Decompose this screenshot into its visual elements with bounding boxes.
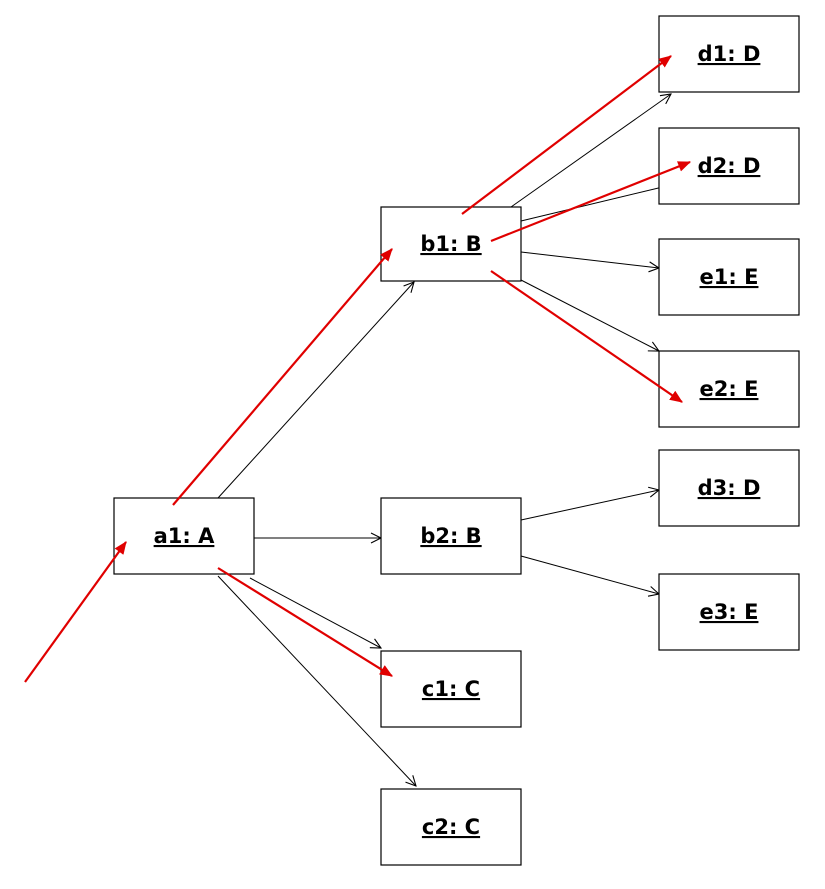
- object-b1[interactable]: b1: B: [380, 206, 522, 282]
- link-b1-d2: [520, 185, 671, 222]
- object-label-a1: a1: A: [154, 524, 215, 548]
- link-layer: [217, 94, 671, 786]
- object-label-b2: b2: B: [420, 524, 481, 548]
- object-box-d3: [658, 449, 800, 527]
- link-a1-c2: [217, 575, 416, 786]
- object-label-e1: e1: E: [700, 265, 759, 289]
- object-box-b1: [380, 206, 522, 282]
- message-arrow-a1-b1: [172, 248, 393, 506]
- object-e1[interactable]: e1: E: [658, 238, 800, 316]
- object-box-e3: [658, 573, 800, 651]
- object-label-e2: e2: E: [700, 377, 759, 401]
- link-a1-c1: [249, 577, 381, 648]
- link-b1-e2: [520, 279, 659, 351]
- object-box-b2: [380, 497, 522, 575]
- link-b1-e1: [520, 251, 659, 268]
- object-label-c1: c1: C: [422, 677, 480, 701]
- message-arrow-b1-d2: [490, 160, 692, 243]
- object-layer: a1: A b1: B b2: B c1: C c2: C d1: D d2: D d3: D…: [113, 15, 800, 866]
- link-a1-b1: [217, 282, 414, 499]
- link-b2-e3: [520, 555, 659, 594]
- object-d1[interactable]: d1: D: [658, 15, 800, 93]
- object-box-d1: [658, 15, 800, 93]
- object-box-c1: [380, 650, 522, 728]
- object-d3[interactable]: d3: D: [658, 449, 800, 527]
- object-label-c2: c2: C: [422, 815, 480, 839]
- link-b1-d1: [510, 94, 671, 208]
- object-a1[interactable]: a1: A: [113, 497, 255, 575]
- object-box-c2: [380, 788, 522, 866]
- object-label-b1: b1: B: [420, 232, 481, 256]
- message-arrow-b1-e2: [490, 270, 683, 403]
- object-box-e2: [658, 350, 800, 428]
- object-e2[interactable]: e2: E: [658, 350, 800, 428]
- object-label-d3: d3: D: [698, 476, 761, 500]
- message-arrow-b1-d1: [461, 55, 672, 215]
- object-e3[interactable]: e3: E: [658, 573, 800, 651]
- object-label-e3: e3: E: [700, 600, 759, 624]
- message-arrow-a1-c1: [217, 567, 393, 677]
- link-b2-d3: [520, 490, 659, 521]
- message-layer: [24, 55, 692, 683]
- object-label-d2: d2: D: [698, 154, 761, 178]
- object-b2[interactable]: b2: B: [380, 497, 522, 575]
- object-c2[interactable]: c2: C: [380, 788, 522, 866]
- object-label-d1: d1: D: [698, 42, 761, 66]
- object-box-e1: [658, 238, 800, 316]
- message-arrow-external-a1: [24, 541, 127, 683]
- object-c1[interactable]: c1: C: [380, 650, 522, 728]
- object-box-a1: [113, 497, 255, 575]
